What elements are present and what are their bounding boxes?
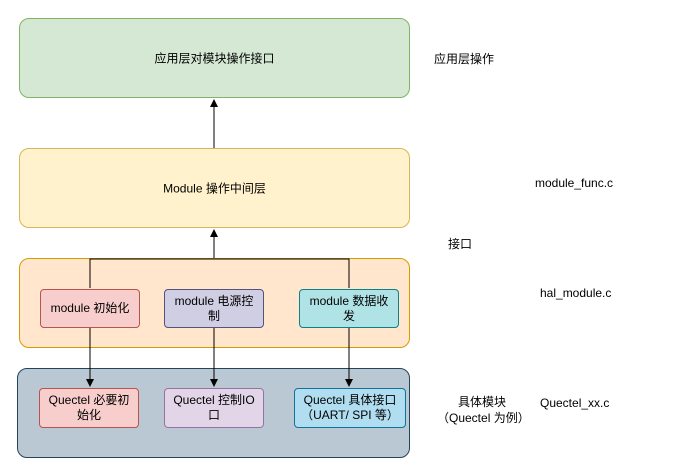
quectel-interface-label: Quectel 具体接口（UART/ SPI 等）	[301, 393, 399, 422]
module-power-control-label: module 电源控制	[174, 293, 254, 323]
quectel-interface-box: Quectel 具体接口（UART/ SPI 等）	[294, 388, 406, 428]
module-init-label: module 初始化	[50, 301, 130, 315]
quectel-io-control-label: Quectel 控制IO口	[173, 393, 255, 422]
quectel-example-label: （Quectel 为例）	[437, 411, 530, 425]
specific-module-label: 具体模块	[458, 395, 507, 409]
module-middle-layer: Module 操作中间层	[19, 148, 410, 228]
hal-module-file-label: hal_module.c	[540, 286, 612, 300]
quectel-init-label: Quectel 必要初始化	[48, 393, 130, 422]
quectel-file-label: Quectel_xx.c	[540, 396, 610, 410]
app-operation-label: 应用层操作	[434, 52, 495, 66]
hal-bus-line	[89, 258, 350, 288]
module-init-box: module 初始化	[40, 289, 140, 328]
module-power-control-box: module 电源控制	[164, 289, 264, 328]
quectel-init-box: Quectel 必要初始化	[39, 388, 139, 428]
application-layer-label: 应用层对模块操作接口	[154, 51, 275, 66]
quectel-io-control-box: Quectel 控制IO口	[164, 388, 264, 428]
module-middle-layer-label: Module 操作中间层	[163, 181, 266, 196]
module-func-file-label: module_func.c	[535, 176, 614, 190]
application-layer: 应用层对模块操作接口	[19, 18, 410, 98]
module-data-transfer-label: module 数据收发	[309, 293, 389, 323]
interface-label: 接口	[448, 237, 473, 251]
module-data-transfer-box: module 数据收发	[299, 289, 399, 328]
